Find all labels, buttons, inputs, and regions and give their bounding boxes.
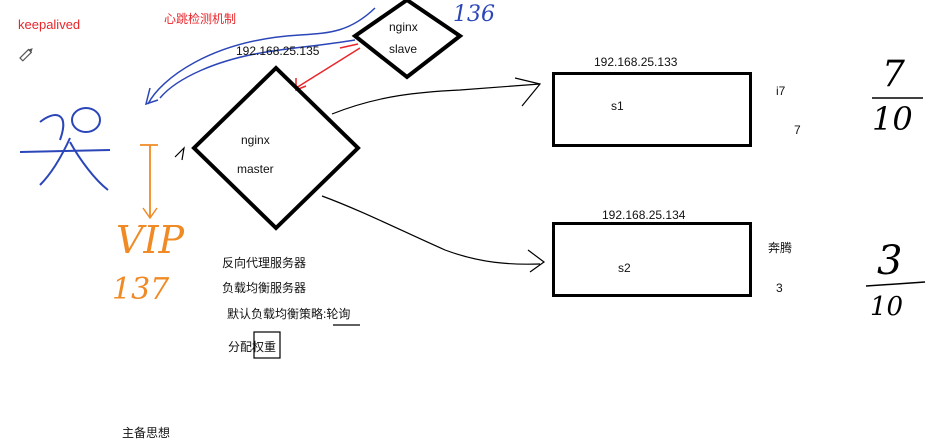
vip-label: VIP xyxy=(116,218,185,262)
arrow-s2-head xyxy=(527,249,546,273)
heartbeat-curve-outer xyxy=(147,7,376,105)
master-line2: master xyxy=(237,162,274,176)
fraction-line-2 xyxy=(865,281,926,287)
master-ip: 192.168.25.135 xyxy=(236,44,320,58)
heartbeat-label: 心跳检测机制 xyxy=(164,12,237,26)
s1-ip: 192.168.25.133 xyxy=(594,55,678,69)
s1-name: s1 xyxy=(611,99,624,113)
master-diamond xyxy=(191,65,361,231)
title-keepalived: keepalived xyxy=(18,17,81,32)
slave-diamond xyxy=(351,0,464,80)
note-default-strategy: 默认负载均衡策略:轮询 xyxy=(227,307,351,321)
s1-note1: i7 xyxy=(776,84,786,98)
master-line1: nginx xyxy=(241,133,270,147)
server-box-s2 xyxy=(552,222,752,297)
arrow-s1-head xyxy=(514,77,542,107)
slave-line1: nginx xyxy=(389,20,418,34)
note-load-balancer: 负载均衡服务器 xyxy=(222,281,307,295)
slave-line2: slave xyxy=(389,42,418,56)
note-weight: 分配权重 xyxy=(228,340,277,354)
heartbeat-curve-inner xyxy=(159,39,356,99)
link-master-s1 xyxy=(331,83,541,115)
s2-name: s2 xyxy=(618,261,631,275)
fraction-2-den: 10 xyxy=(870,292,904,322)
link-master-s2 xyxy=(321,195,541,265)
s2-ip: 192.168.25.134 xyxy=(602,208,686,222)
heartbeat-arrow-left xyxy=(144,87,159,106)
s2-note1: 奔腾 xyxy=(768,241,793,255)
fraction-1-den: 10 xyxy=(872,100,913,138)
vip-line xyxy=(140,144,158,218)
red-link-2 xyxy=(295,47,361,89)
fraction-1-num: 7 xyxy=(882,54,905,95)
red-link-1 xyxy=(339,43,359,49)
slave-handwritten-number: 136 xyxy=(453,2,495,27)
box-quanzhong xyxy=(253,331,281,359)
s2-note2: 3 xyxy=(776,281,783,295)
fraction-2-num: 3 xyxy=(877,238,903,284)
note-reverse-proxy: 反向代理服务器 xyxy=(222,256,307,270)
vip-tick xyxy=(174,146,185,161)
server-box-s1 xyxy=(552,72,752,147)
s1-note2: 7 xyxy=(794,123,801,137)
bottom-note: 主备思想 xyxy=(122,426,171,440)
vip-number: 137 xyxy=(112,272,170,307)
vip-arrowhead xyxy=(142,207,158,220)
person-icon xyxy=(19,107,111,191)
pencil-icon xyxy=(19,48,33,62)
